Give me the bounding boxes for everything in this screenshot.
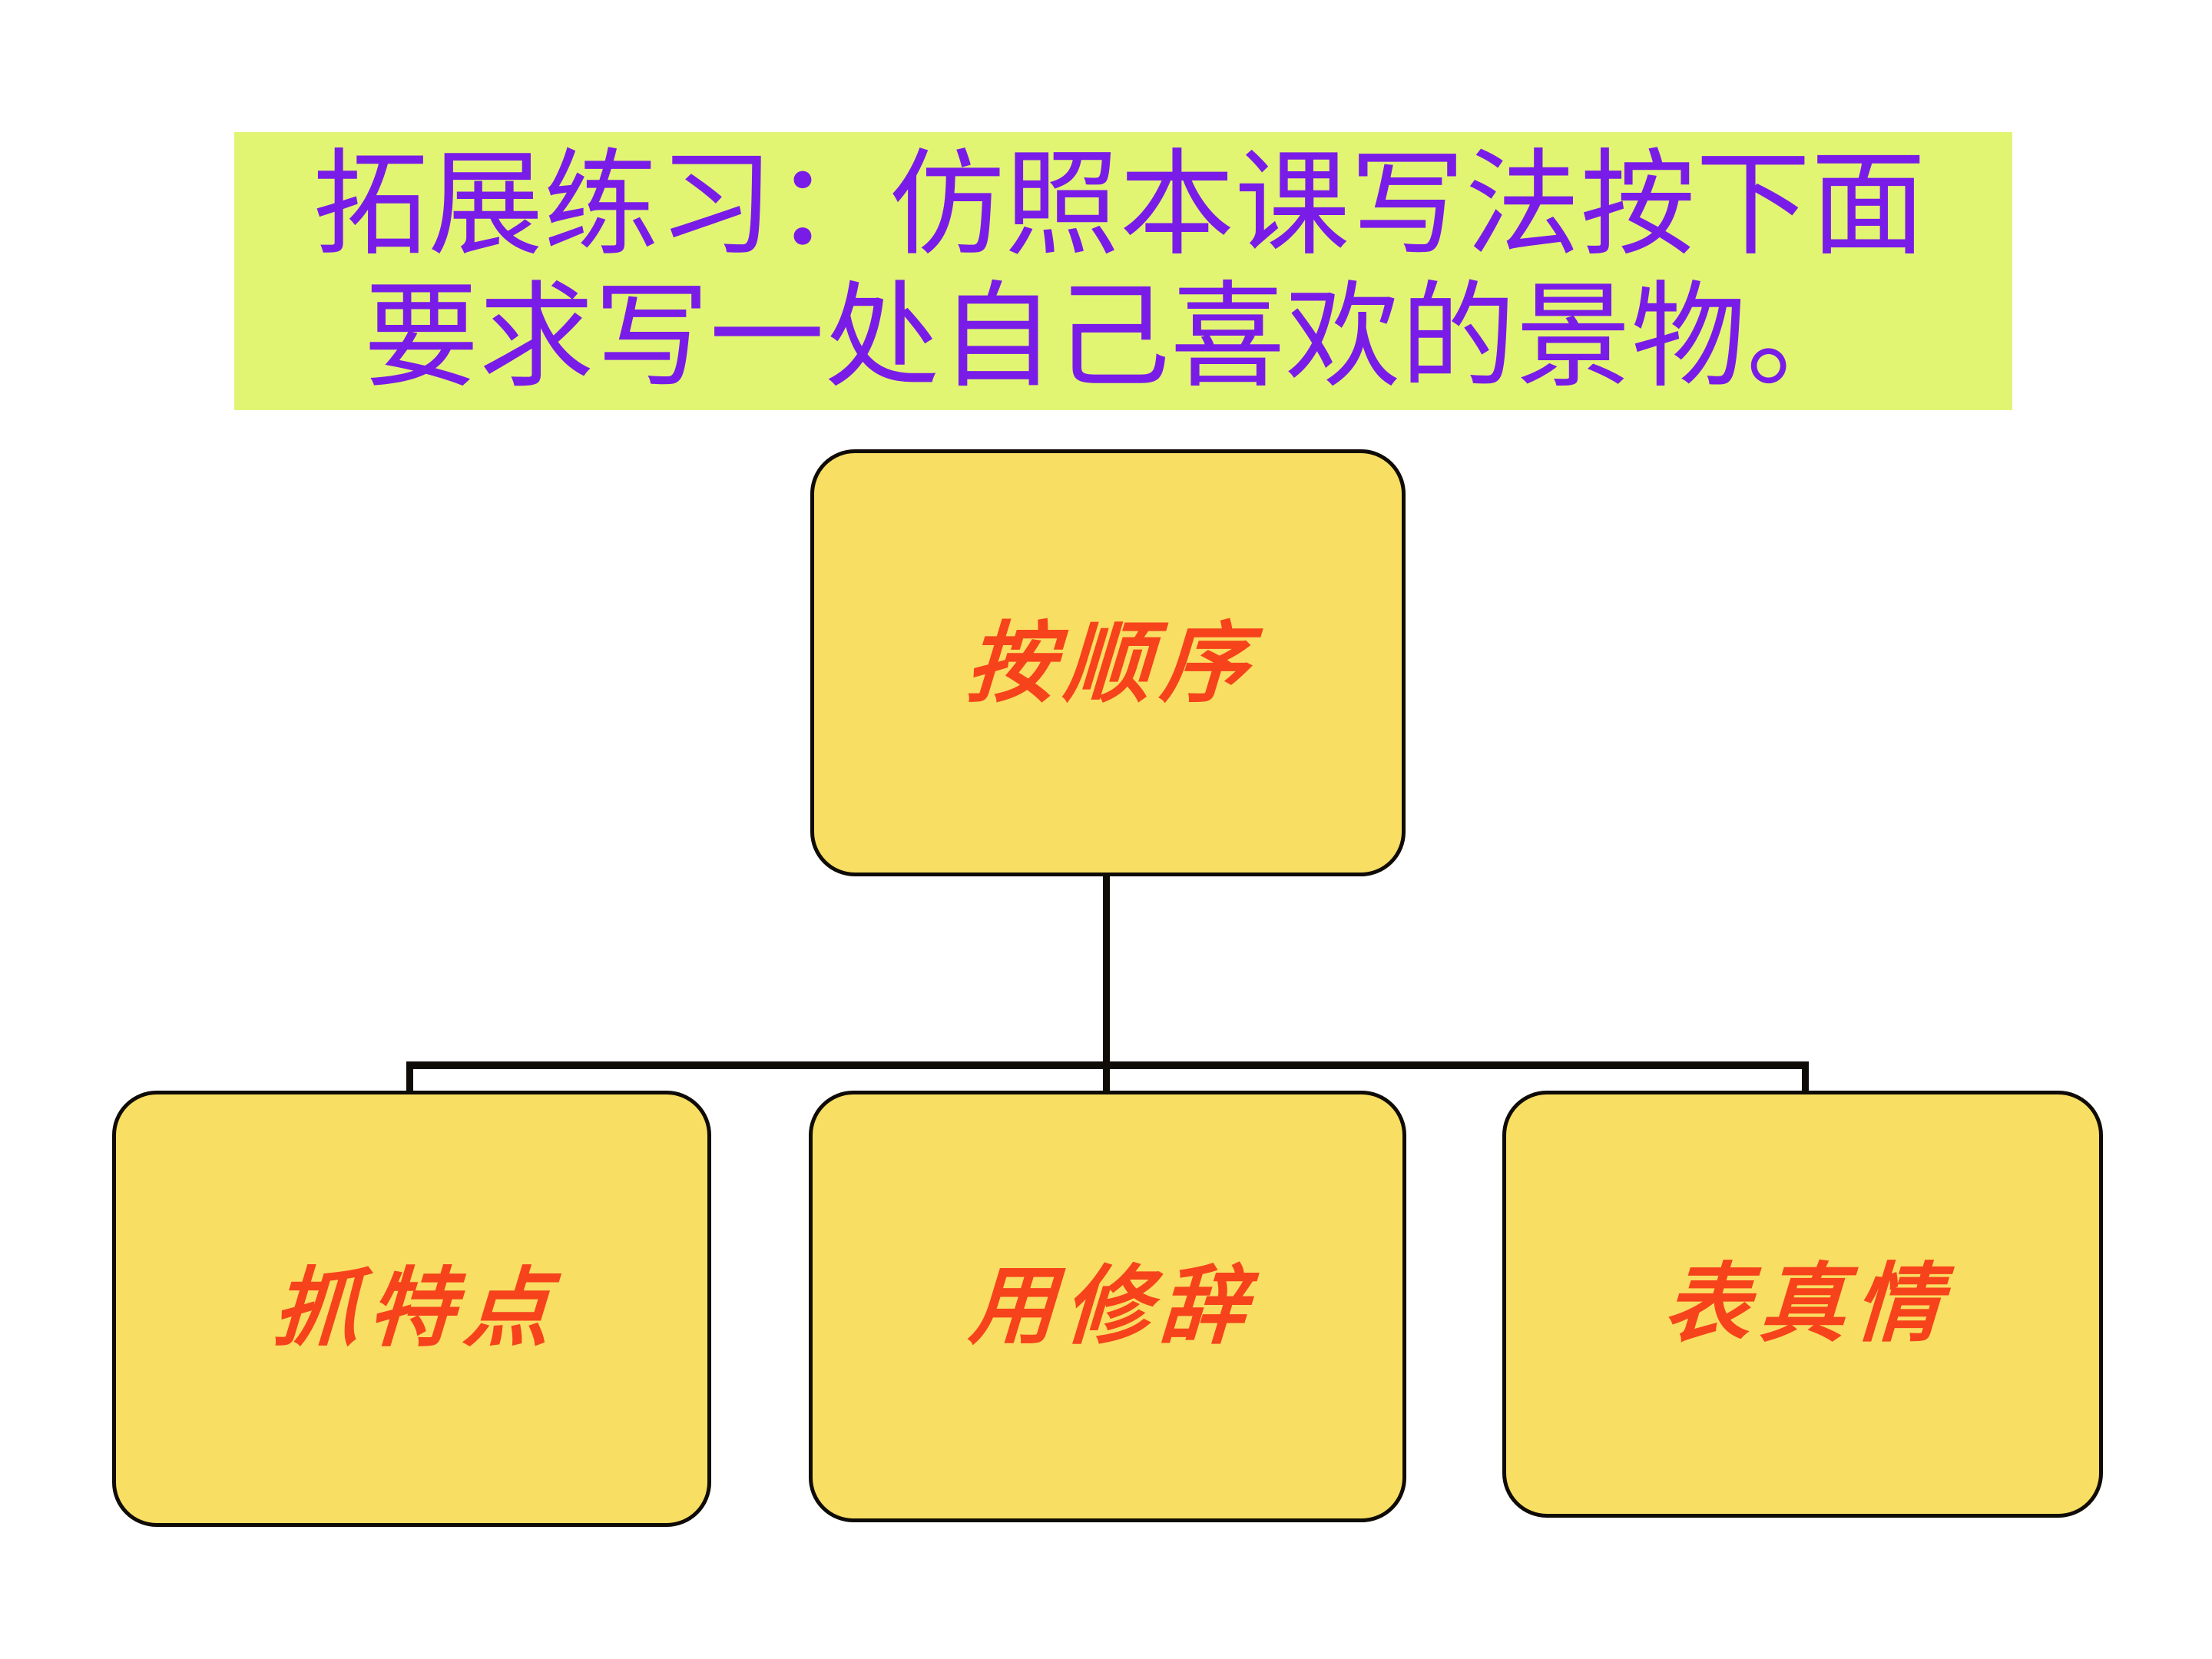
- diagram-node-child-3-label: 表真情: [1661, 1253, 1953, 1354]
- diagram-node-child-2-label: 用修辞: [966, 1256, 1258, 1356]
- title-line-1: 拓展练习：仿照本课写法按下面: [313, 138, 1926, 272]
- connector-root-trunk: [1103, 874, 1110, 1068]
- connector-drop-left: [406, 1061, 413, 1094]
- diagram-node-root[interactable]: 按顺序: [810, 449, 1406, 876]
- diagram-node-child-2[interactable]: 用修辞: [809, 1091, 1406, 1522]
- diagram-node-root-label: 按顺序: [964, 611, 1261, 714]
- diagram-node-child-1-label: 抓特点: [270, 1258, 562, 1359]
- diagram-node-child-3[interactable]: 表真情: [1502, 1091, 2103, 1518]
- title-line-2: 要求写一处自己喜欢的景物。: [363, 270, 1862, 404]
- title-banner: 拓展练习：仿照本课写法按下面 要求写一处自己喜欢的景物。: [234, 132, 2012, 410]
- diagram-node-child-1[interactable]: 抓特点: [112, 1091, 711, 1527]
- connector-drop-right: [1802, 1061, 1809, 1094]
- connector-drop-middle: [1103, 1065, 1110, 1094]
